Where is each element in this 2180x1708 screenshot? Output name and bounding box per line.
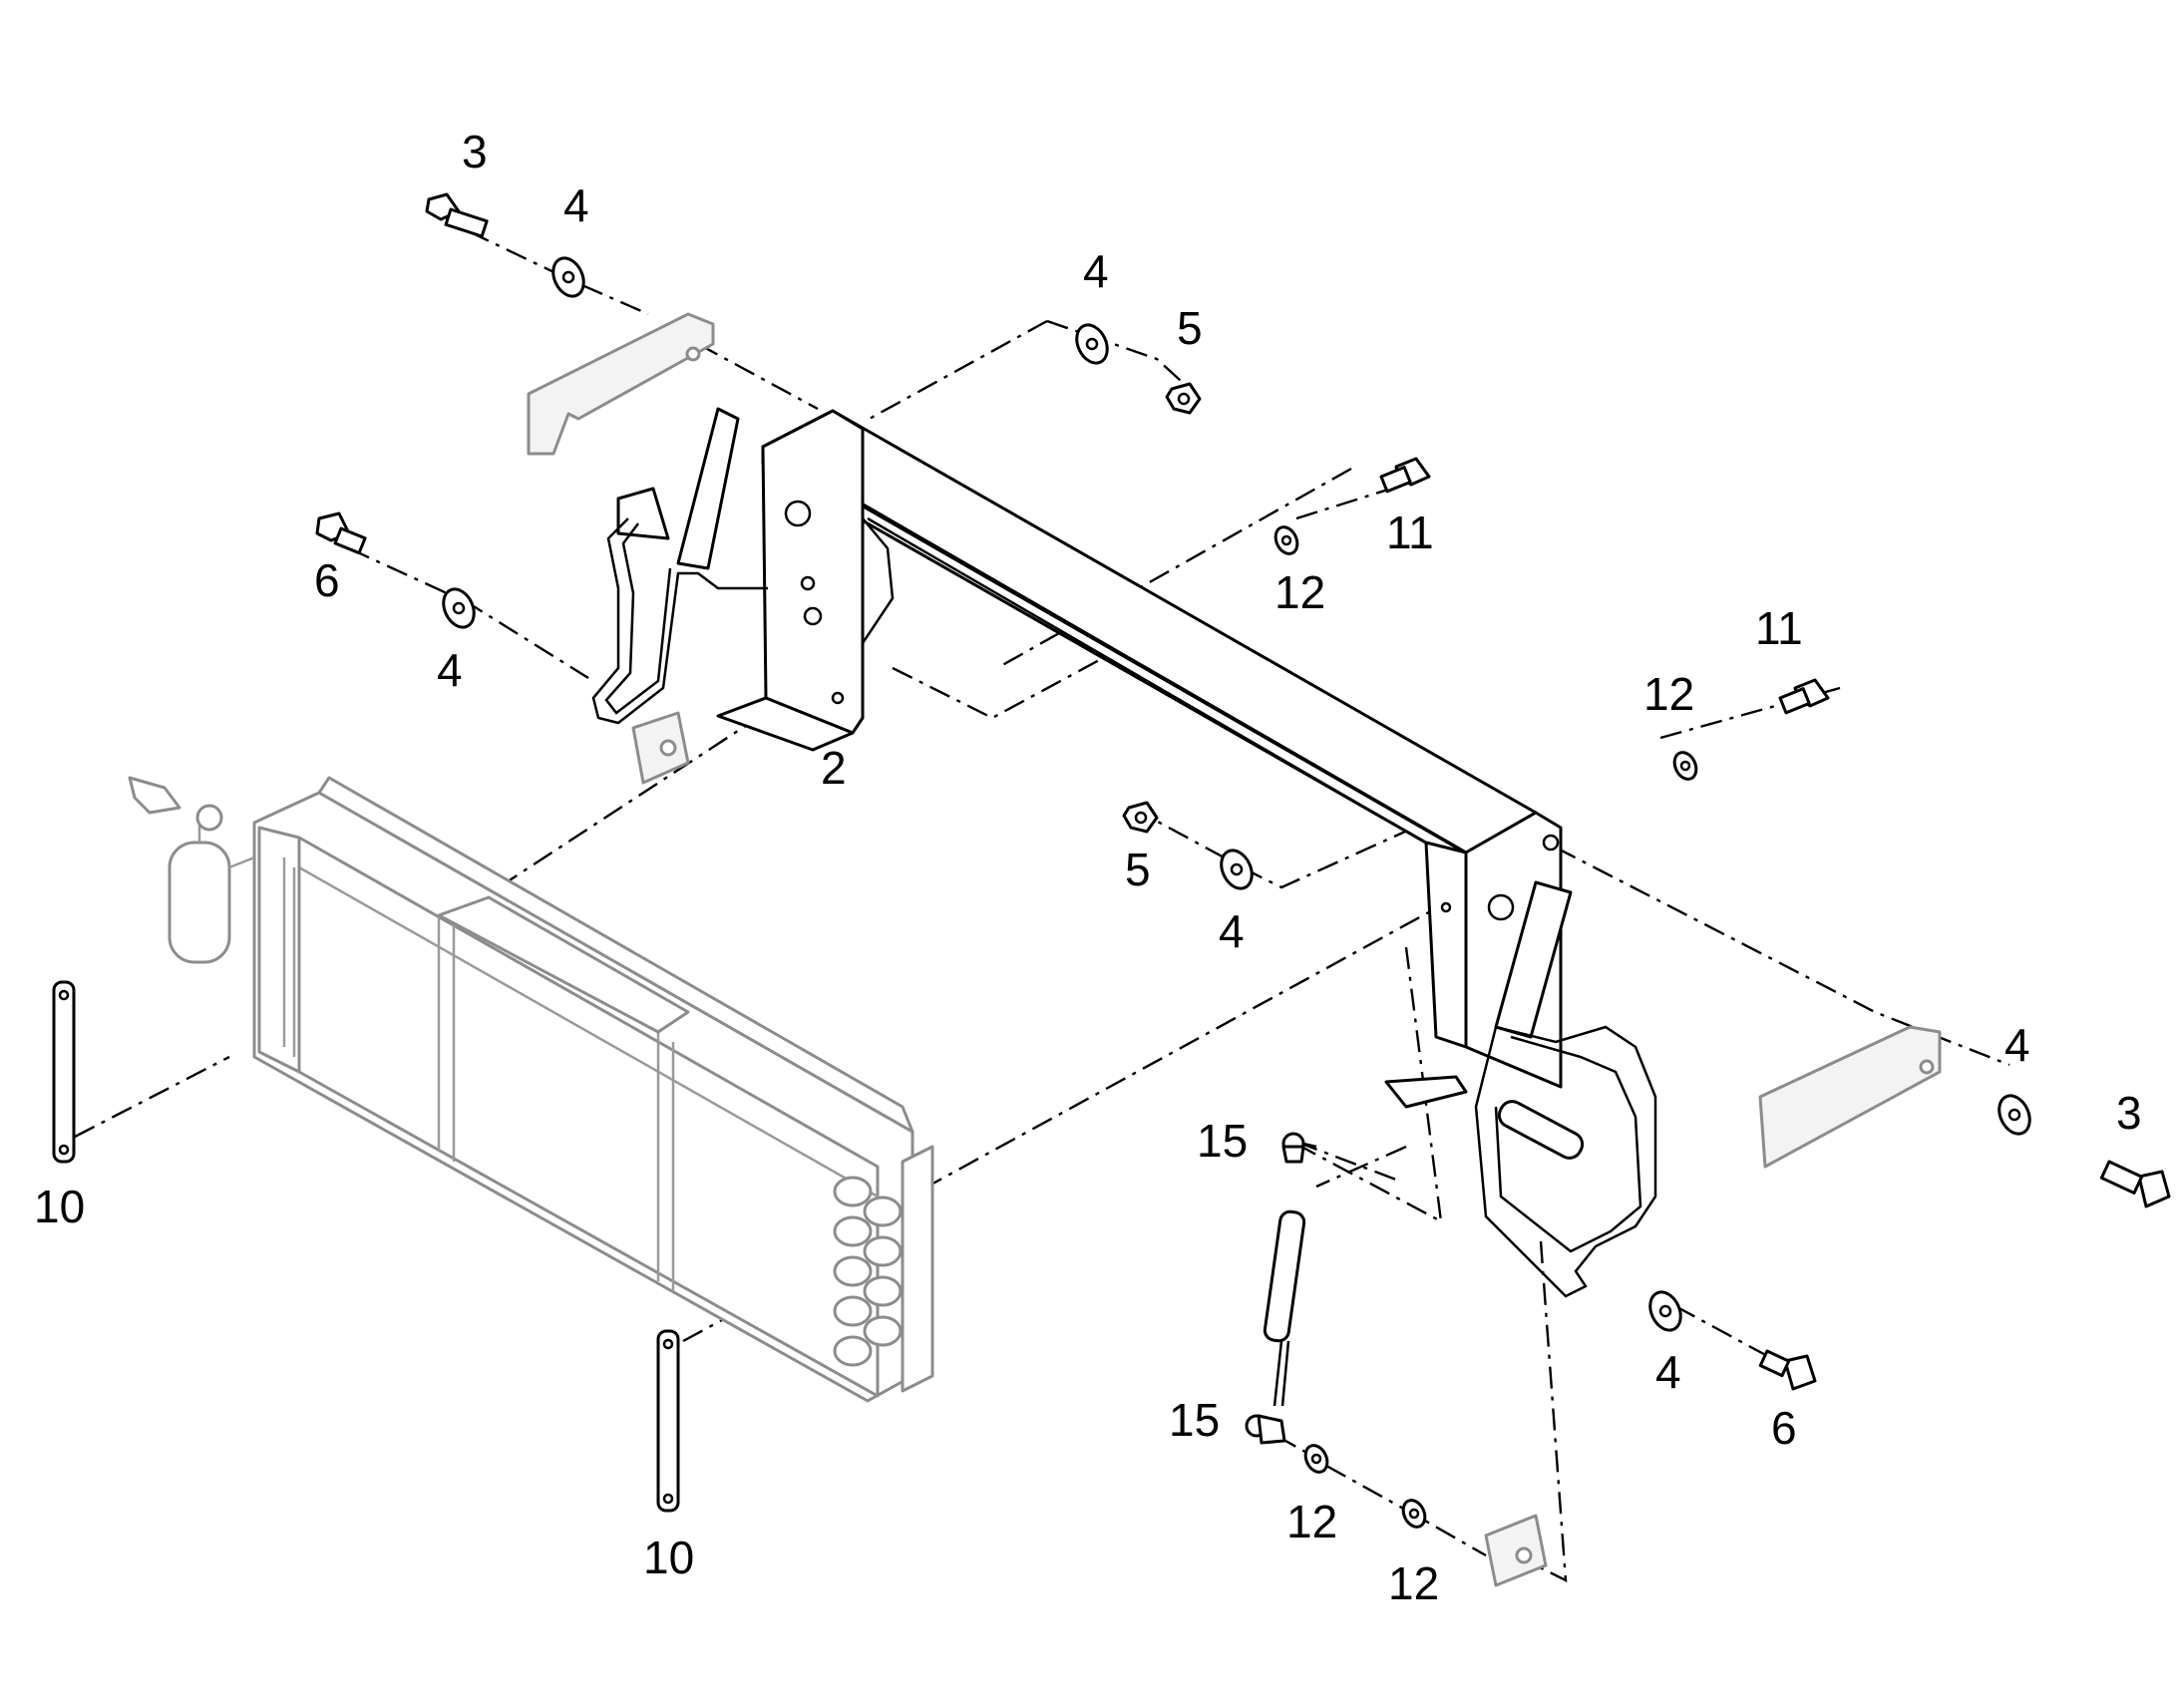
callout-5-top: 5 xyxy=(1177,302,1203,354)
bolt-3-right xyxy=(2099,1160,2171,1208)
washer-4-bottom-right xyxy=(1648,1290,1682,1332)
strap-bottom xyxy=(656,1329,680,1513)
bottom-spacer-block xyxy=(1484,1514,1548,1587)
callout-6-left: 6 xyxy=(314,554,340,606)
nut-5-middle xyxy=(1122,801,1159,834)
callout-2: 2 xyxy=(821,742,847,794)
bolt-3-top xyxy=(425,192,489,238)
callout-4-top-left: 4 xyxy=(563,179,589,231)
right-mounting-bar xyxy=(1758,1025,1942,1169)
callout-12-upper: 12 xyxy=(1274,566,1325,618)
strut-ball-joint-bottom xyxy=(1245,1414,1286,1445)
washer-12-right xyxy=(1672,751,1698,781)
callout-4-right: 4 xyxy=(2004,1019,2030,1071)
callout-15-lower: 15 xyxy=(1169,1394,1220,1446)
left-mounting-bar xyxy=(527,312,715,456)
callout-10-left: 10 xyxy=(34,1181,85,1232)
callout-6-right: 6 xyxy=(1771,1402,1797,1454)
callout-labels: 3 4 4 5 11 12 6 4 2 11 12 5 4 10 15 4 3 … xyxy=(34,126,2142,1609)
left-side-plate xyxy=(716,409,895,752)
washer-4-right xyxy=(1998,1094,2031,1136)
washer-4-top xyxy=(1075,323,1109,365)
callout-4-left: 4 xyxy=(437,644,463,696)
left-support-bracket xyxy=(591,407,768,725)
washer-4-left xyxy=(442,587,476,629)
callout-4-middle: 4 xyxy=(1219,905,1245,957)
washer-12-bottom-b xyxy=(1401,1499,1427,1529)
strut-ball-joint-top xyxy=(1281,1132,1317,1164)
gas-strut xyxy=(1263,1209,1306,1407)
bolt-11-lower xyxy=(1778,678,1830,715)
washers xyxy=(442,256,2031,1529)
bolt-6-left xyxy=(315,512,367,555)
washer-12-bottom-a xyxy=(1303,1444,1329,1474)
left-spacer-block xyxy=(631,711,690,785)
callout-15-upper: 15 xyxy=(1197,1115,1248,1167)
callout-10-bottom: 10 xyxy=(643,1532,694,1583)
callout-12-bottom-a: 12 xyxy=(1286,1496,1337,1547)
washer-12-upper xyxy=(1273,525,1299,555)
callout-4-top: 4 xyxy=(1083,245,1109,297)
nut-5-upper xyxy=(1165,382,1202,415)
callout-5-middle: 5 xyxy=(1125,844,1151,895)
washer-4-middle xyxy=(1220,849,1254,890)
callout-4-bottom: 4 xyxy=(1655,1346,1681,1398)
bolt-11-upper xyxy=(1379,457,1431,494)
right-lift-handle xyxy=(1474,880,1657,1298)
callout-3-top: 3 xyxy=(462,126,488,177)
bolt-6-right xyxy=(1758,1349,1817,1391)
washer-4-top-left xyxy=(551,256,585,298)
receiver-drier xyxy=(128,776,255,964)
coil-tubes-right xyxy=(833,1176,903,1367)
coil-tubes-left xyxy=(282,857,296,1057)
callout-12-right: 12 xyxy=(1643,668,1694,720)
strap-left xyxy=(52,980,76,1164)
condenser-coil-unit xyxy=(128,776,934,1403)
callout-11-upper: 11 xyxy=(1386,507,1434,558)
callout-11-right: 11 xyxy=(1755,602,1803,654)
callout-12-bottom-b: 12 xyxy=(1388,1557,1439,1609)
callout-3-right: 3 xyxy=(2116,1087,2142,1139)
